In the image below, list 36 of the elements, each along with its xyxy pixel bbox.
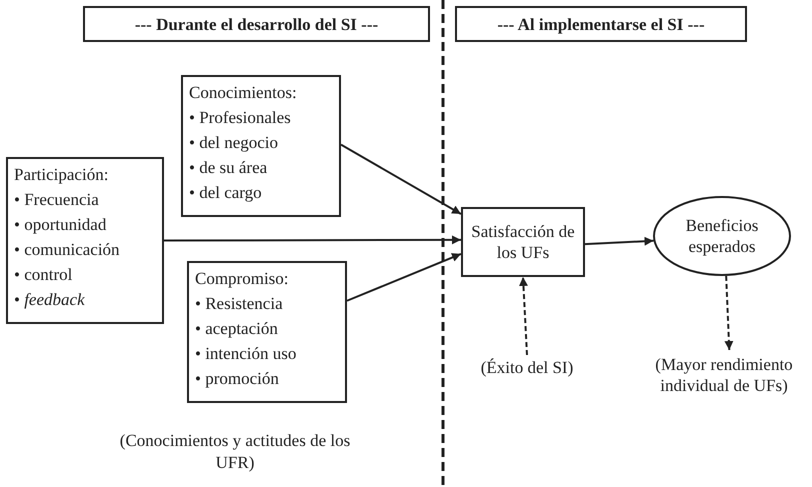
factor-box xyxy=(187,261,347,403)
node-label: Satisfacción de los UFs xyxy=(470,221,576,263)
list-item: • del cargo xyxy=(189,182,263,204)
arrow xyxy=(518,276,528,356)
list-item: • comunicación xyxy=(14,239,121,261)
list-item: • Profesionales xyxy=(189,107,292,129)
node-label: Beneficios esperados xyxy=(684,215,760,257)
section-header xyxy=(83,6,430,42)
node-label: --- Al implementarse el SI --- xyxy=(497,14,705,36)
list-item: • intención uso xyxy=(195,343,298,365)
box-heading: Compromiso: xyxy=(195,268,290,290)
arrow xyxy=(724,276,734,350)
node-label: (Éxito del SI) xyxy=(480,356,574,378)
arrow xyxy=(584,236,654,246)
list-item: • del negocio xyxy=(189,132,280,154)
list-item: • de su área xyxy=(189,157,268,179)
list-item: • Resistencia xyxy=(195,293,284,315)
list-item: • control xyxy=(14,264,74,286)
list-item: • promoción xyxy=(195,368,280,390)
box-heading: Participación: xyxy=(14,164,110,186)
note-text: (Conocimientos y actitudes de los UFR) xyxy=(118,430,352,474)
outcome-ellipse xyxy=(653,196,791,276)
list-item: • Frecuencia xyxy=(14,189,100,211)
factor-box xyxy=(6,157,164,324)
arrow xyxy=(164,235,461,244)
section-header xyxy=(455,6,747,42)
node-label: (Mayor rendimiento individual de UFs) xyxy=(654,354,794,396)
list-item: • feedback xyxy=(14,289,86,311)
list-item: • oportunidad xyxy=(14,214,108,236)
arrow xyxy=(340,144,462,215)
outcome-box xyxy=(461,207,585,277)
arrow xyxy=(346,252,462,302)
list-item: • aceptación xyxy=(195,318,279,340)
factor-box xyxy=(181,75,341,217)
box-heading: Conocimientos: xyxy=(189,82,298,104)
node-label: --- Durante el desarrollo del SI --- xyxy=(134,14,378,36)
